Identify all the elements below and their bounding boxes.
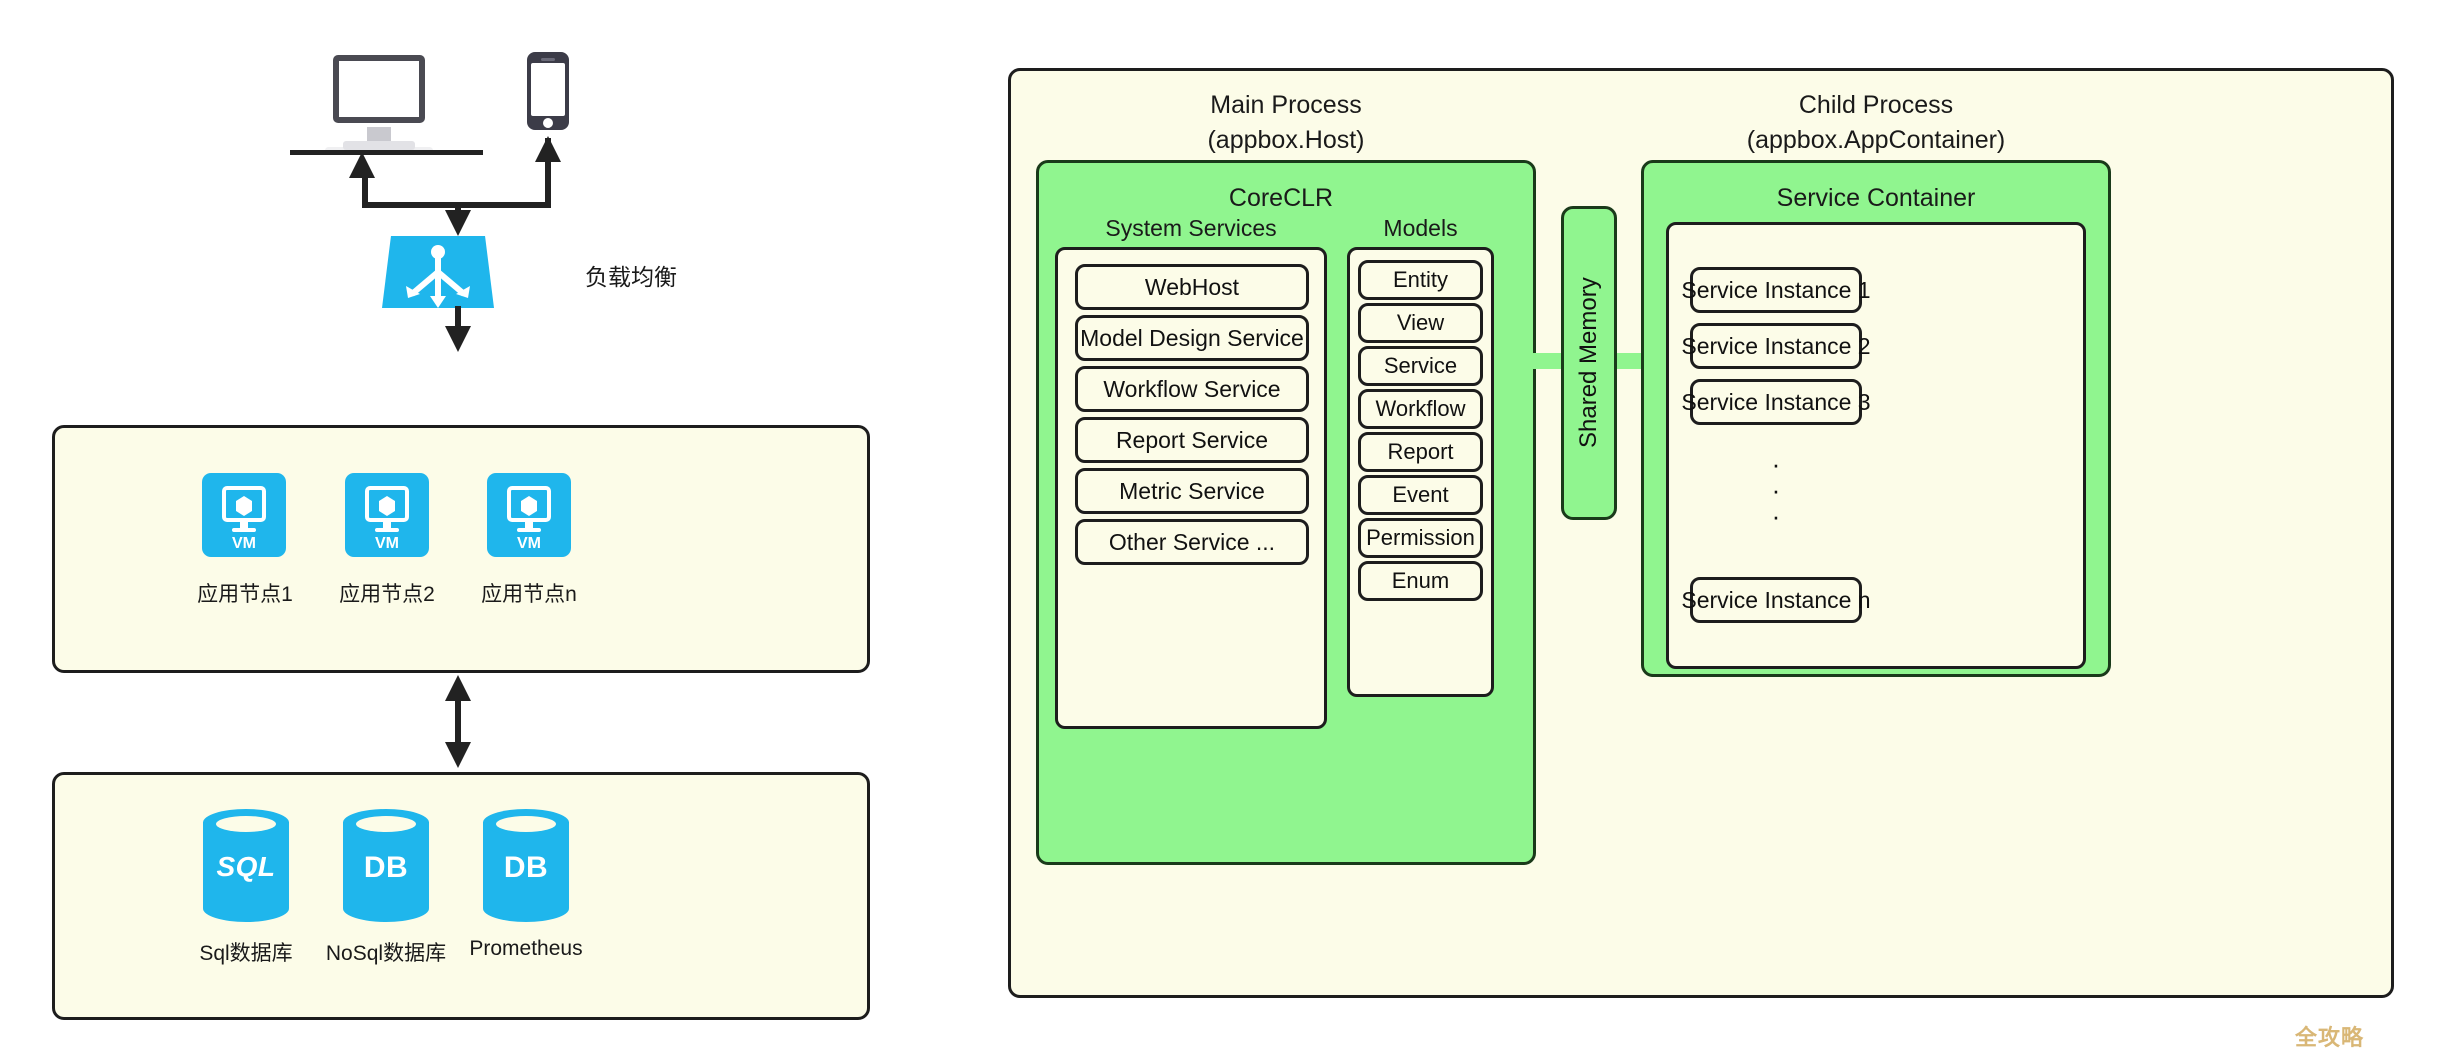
instances-ellipsis: · · ·	[1690, 451, 1862, 529]
db-label-3: Prometheus	[469, 937, 583, 960]
prometheus-database-icon: DB	[483, 809, 569, 922]
service-item-model-design[interactable]: Model Design Service	[1075, 315, 1309, 361]
arrow-to-phone	[535, 136, 561, 162]
child-process-subtitle: (appbox.AppContainer)	[1746, 126, 2006, 154]
monitor-base	[343, 141, 415, 150]
watermark: 全攻略	[2295, 1025, 2365, 1050]
monitor-base-line	[290, 150, 483, 155]
monitor-neck	[367, 127, 391, 143]
service-instance-1[interactable]: Service Instance 1	[1681, 267, 1871, 313]
load-balancer-icon	[382, 236, 494, 308]
model-item-view[interactable]: View	[1358, 303, 1483, 343]
db-label-1: Sql数据库	[199, 942, 293, 965]
db-body	[343, 822, 429, 908]
vm-icon: VM	[365, 486, 409, 552]
ellipsis-dot-1: ·	[1771, 449, 1781, 479]
phone-body	[527, 52, 569, 130]
svg-text:VM: VM	[517, 535, 541, 552]
service-instance-n[interactable]: Service Instance n	[1681, 577, 1871, 623]
arrow-to-load-balancer	[445, 210, 471, 236]
svg-text:VM: VM	[232, 535, 256, 552]
app-node-label-1: 应用节点1	[197, 583, 293, 606]
shared-memory-link-right	[1615, 353, 1647, 369]
service-item-other[interactable]: Other Service ...	[1075, 519, 1309, 565]
vm-icon: VM	[222, 486, 266, 552]
coreclr-panel: CoreCLR System Services WebHost Model De…	[1036, 160, 1536, 865]
service-container-panel: Service Container Service Instance 1 Ser…	[1641, 160, 2111, 677]
service-item-webhost[interactable]: WebHost	[1075, 264, 1309, 310]
load-balancer-glyph	[406, 245, 470, 308]
app-node-label-2: 应用节点2	[339, 583, 435, 606]
phone-speaker	[541, 58, 555, 61]
sql-database-icon: SQL	[203, 809, 289, 922]
model-item-service[interactable]: Service	[1358, 346, 1483, 386]
app-nodes-panel: VM 应用节点1 VM 应用节点2 VM 应用节点n	[52, 425, 870, 673]
vm-tile-2: VM	[345, 473, 429, 557]
main-process-subtitle: (appbox.Host)	[1207, 126, 1365, 154]
service-instance-2[interactable]: Service Instance 2	[1681, 323, 1871, 369]
svg-text:VM: VM	[375, 535, 399, 552]
service-instance-3[interactable]: Service Instance 3	[1681, 379, 1871, 425]
monitor-screen	[333, 55, 425, 123]
phone-screen	[531, 63, 565, 116]
db-label-2: NoSql数据库	[325, 942, 447, 965]
vm-tile-1: VM	[202, 473, 286, 557]
phone-home-button	[543, 118, 553, 128]
app-node-label-3: 应用节点n	[481, 583, 577, 606]
child-process-title: Child Process	[1798, 91, 1954, 119]
model-item-entity[interactable]: Entity	[1358, 260, 1483, 300]
shared-memory-link-left	[1533, 353, 1565, 369]
model-item-event[interactable]: Event	[1358, 475, 1483, 515]
vm-tile-3: VM	[487, 473, 571, 557]
coreclr-title: CoreCLR	[1228, 184, 1334, 212]
model-item-enum[interactable]: Enum	[1358, 561, 1483, 601]
db-badge: SQL	[216, 851, 276, 882]
arrow-to-app-panel-bottom	[445, 675, 471, 701]
arrow-to-db-panel	[445, 742, 471, 768]
system-architecture-frame: Main Process (appbox.Host) Child Process…	[1008, 68, 2394, 998]
vm-icon: VM	[507, 486, 551, 552]
load-balancer-label: 负载均衡	[585, 264, 677, 290]
db-badge: DB	[363, 851, 409, 884]
db-hole	[496, 816, 556, 832]
arrow-to-app-panel	[445, 326, 471, 352]
connector-phone-vertical	[545, 138, 551, 206]
database-panel: SQL Sql数据库 DB NoSql数据库 DB Prometheus	[52, 772, 870, 1020]
ellipsis-dot-3: ·	[1771, 501, 1781, 531]
main-process-title: Main Process	[1210, 91, 1362, 119]
service-item-report[interactable]: Report Service	[1075, 417, 1309, 463]
connector-lb-to-apps	[455, 306, 461, 340]
db-hole	[356, 816, 416, 832]
model-item-permission[interactable]: Permission	[1358, 518, 1483, 558]
db-hole	[216, 816, 276, 832]
connector-apps-to-db	[455, 690, 461, 760]
service-item-workflow[interactable]: Workflow Service	[1075, 366, 1309, 412]
system-services-title: System Services	[1105, 215, 1277, 241]
model-item-workflow[interactable]: Workflow	[1358, 389, 1483, 429]
shared-memory-label: Shared Memory	[1575, 277, 1602, 449]
arrow-to-monitor	[349, 152, 375, 178]
nosql-database-icon: DB	[343, 809, 429, 922]
db-badge: DB	[503, 851, 549, 884]
models-title: Models	[1383, 215, 1458, 241]
service-item-metric[interactable]: Metric Service	[1075, 468, 1309, 514]
mobile-phone-icon	[527, 52, 573, 136]
service-container-title: Service Container	[1776, 184, 1976, 212]
desktop-monitor-icon	[325, 55, 433, 155]
shared-memory-bar: Shared Memory	[1561, 206, 1617, 520]
model-item-report[interactable]: Report	[1358, 432, 1483, 472]
ellipsis-dot-2: ·	[1771, 475, 1781, 505]
db-body	[203, 822, 289, 908]
db-body	[483, 822, 569, 908]
connector-monitor-vertical	[362, 178, 368, 206]
